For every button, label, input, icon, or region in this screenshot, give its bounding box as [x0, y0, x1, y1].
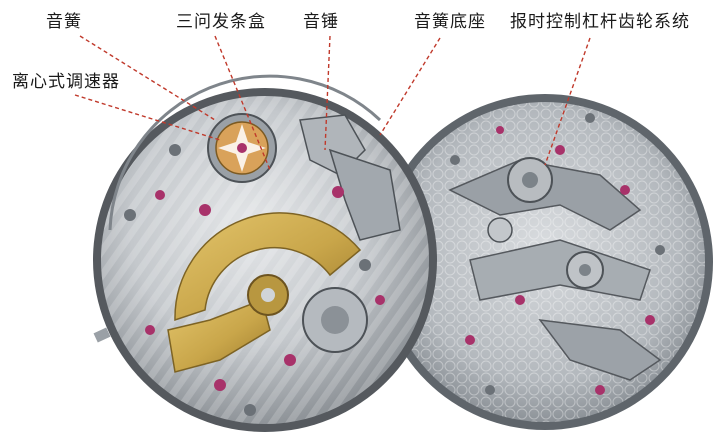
label-gong-base: 音簧底座 — [414, 12, 486, 32]
label-chime-barrel: 三问发条盒 — [176, 12, 266, 32]
leader-line-gong — [79, 35, 216, 121]
label-strike-train: 报时控制杠杆齿轮系统 — [510, 12, 690, 32]
label-gong: 音簧 — [46, 12, 82, 32]
leader-line-hammer — [324, 35, 331, 151]
label-hammer: 音锤 — [303, 12, 339, 32]
leader-lines — [74, 35, 591, 171]
leader-line-regulator — [74, 94, 221, 141]
leader-line-gong-base — [379, 37, 441, 136]
label-centrifugal-regulator: 离心式调速器 — [12, 72, 120, 92]
leader-line-barrel — [214, 35, 271, 171]
leader-line-strike-train — [544, 37, 591, 166]
rear-movement — [377, 94, 713, 430]
front-movement — [93, 74, 437, 432]
